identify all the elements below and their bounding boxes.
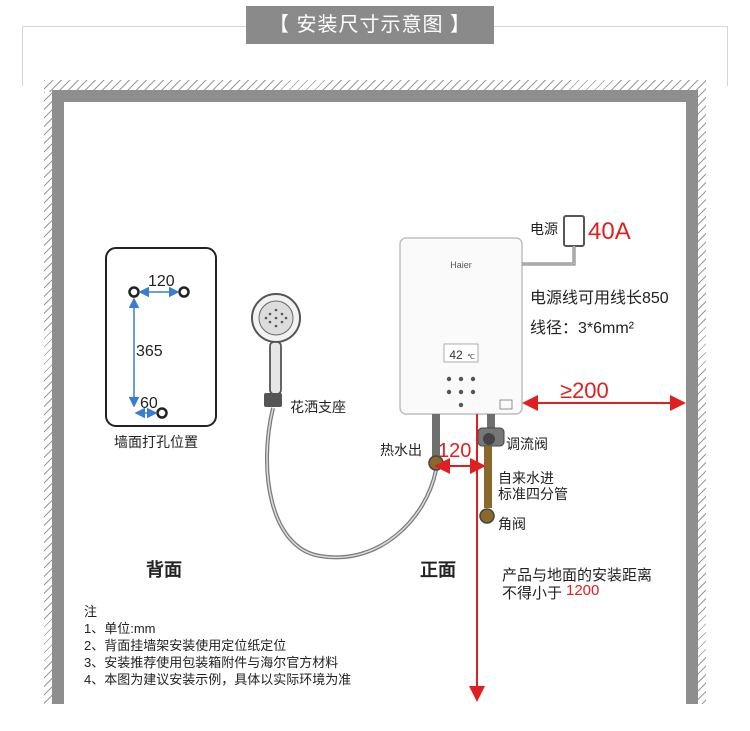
label-hole-height: 365 bbox=[136, 343, 163, 360]
page-title: 【 安装尺寸示意图 】 bbox=[246, 6, 494, 44]
label-hole-position: 墙面打孔位置 bbox=[114, 434, 198, 450]
note-heading: 注 bbox=[84, 604, 98, 619]
label-water-in-line1: 自来水进 bbox=[498, 470, 554, 486]
label-pipe-spacing: 120 bbox=[438, 440, 472, 462]
label-install-height-line2: 不得小于 bbox=[502, 585, 563, 602]
note-item: 4、本图为建议安装示例，具体以实际环境为准 bbox=[84, 672, 352, 687]
label-regulating-valve: 调流阀 bbox=[506, 436, 548, 452]
wall-right bbox=[686, 90, 698, 704]
power-socket-icon bbox=[563, 215, 585, 247]
label-install-height-value: 1200 bbox=[566, 582, 600, 599]
label-front-view: 正面 bbox=[420, 560, 456, 580]
label-shower-holder: 花洒支座 bbox=[290, 399, 346, 415]
note-item: 2、背面挂墙架安装使用定位纸定位 bbox=[84, 638, 287, 653]
label-power: 电源 bbox=[530, 221, 558, 237]
note-item: 3、安装推荐使用包装箱附件与海尔官方材料 bbox=[84, 655, 339, 670]
power-supply bbox=[522, 215, 585, 266]
label-angle-valve: 角阀 bbox=[498, 516, 526, 532]
shower-head-icon bbox=[251, 293, 438, 560]
label-water-in-line2: 标准四分管 bbox=[498, 486, 568, 502]
frame-line-right bbox=[727, 26, 728, 86]
hole-top-right bbox=[178, 286, 190, 298]
wall-top bbox=[52, 90, 698, 102]
label-hole-offset: 60 bbox=[140, 395, 158, 412]
shower-holder-icon bbox=[264, 393, 282, 407]
label-cable-length: 电源线可用线长850 bbox=[530, 290, 669, 307]
display-unit: ℃ bbox=[467, 354, 475, 361]
note-item: 1、单位:mm bbox=[84, 621, 156, 636]
label-back-view: 背面 bbox=[146, 560, 182, 580]
hole-template bbox=[105, 247, 217, 427]
label-cable-spec: 线径：3*6mm² bbox=[530, 320, 635, 337]
notes-block: 注 1、单位:mm 2、背面挂墙架安装使用定位纸定位 3、安装推荐使用包装箱附件… bbox=[84, 603, 351, 688]
wall-left bbox=[52, 90, 64, 704]
angle-valve-icon bbox=[479, 508, 495, 524]
wall-hatch-top bbox=[44, 80, 706, 92]
label-hot-water-out: 热水出 bbox=[380, 442, 422, 458]
display-temperature: 42 bbox=[449, 348, 463, 362]
label-side-clearance: ≥200 bbox=[560, 378, 609, 403]
label-hole-width: 120 bbox=[148, 273, 175, 290]
label-install-height-line1: 产品与地面的安装距离 bbox=[502, 567, 653, 584]
frame-line-left bbox=[22, 26, 23, 86]
brand-logo: Haier bbox=[450, 260, 472, 270]
label-power-rating: 40A bbox=[588, 218, 631, 245]
water-heater bbox=[399, 237, 523, 524]
hole-bottom bbox=[156, 407, 168, 419]
hole-top-left bbox=[128, 286, 140, 298]
